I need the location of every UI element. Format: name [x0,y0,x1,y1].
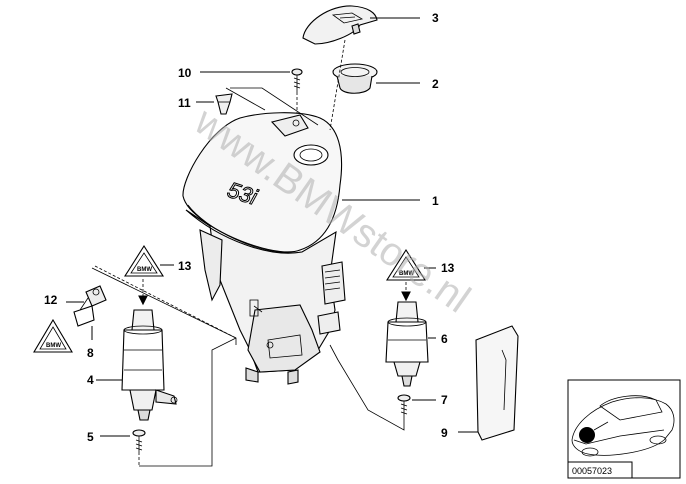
svg-text:BMW: BMW [46,343,61,349]
svg-text:BMW: BMW [399,271,414,277]
washer-pump-right [385,301,429,387]
callout-6: 6 [441,332,448,346]
callout-7: 7 [441,393,448,407]
washer-pump-left [121,309,178,421]
reference-number: 00057023 [572,466,612,476]
callout-11: 11 [178,96,191,110]
svg-text:BMW: BMW [137,267,152,273]
screw-5 [132,429,146,452]
callout-10: 10 [178,66,192,80]
warning-triangle-icon: BMW [33,318,73,353]
callout-13-left: 13 [178,259,192,273]
callout-9: 9 [441,426,448,440]
warning-triangle-icon: BMW [386,248,426,281]
filler-neck-seal [332,63,378,94]
callout-13-right: 13 [441,261,455,275]
callout-3: 3 [432,11,439,25]
vehicle-location-thumbnail: 00057023 [567,379,681,479]
clip-nut-11 [215,93,233,115]
level-sensor [73,285,107,327]
callout-4: 4 [87,373,94,387]
callout-2: 2 [432,77,439,91]
callout-5: 5 [87,430,94,444]
callout-12: 12 [44,293,58,307]
callout-1: 1 [432,194,439,208]
callout-8: 8 [87,346,94,360]
screw-10 [291,68,303,92]
washer-fluid-reservoir: 53i [182,112,346,385]
reservoir-cap [302,5,378,45]
cover-panel [475,325,519,441]
screw-7 [397,394,411,416]
warning-triangle-icon: BMW [124,244,164,277]
